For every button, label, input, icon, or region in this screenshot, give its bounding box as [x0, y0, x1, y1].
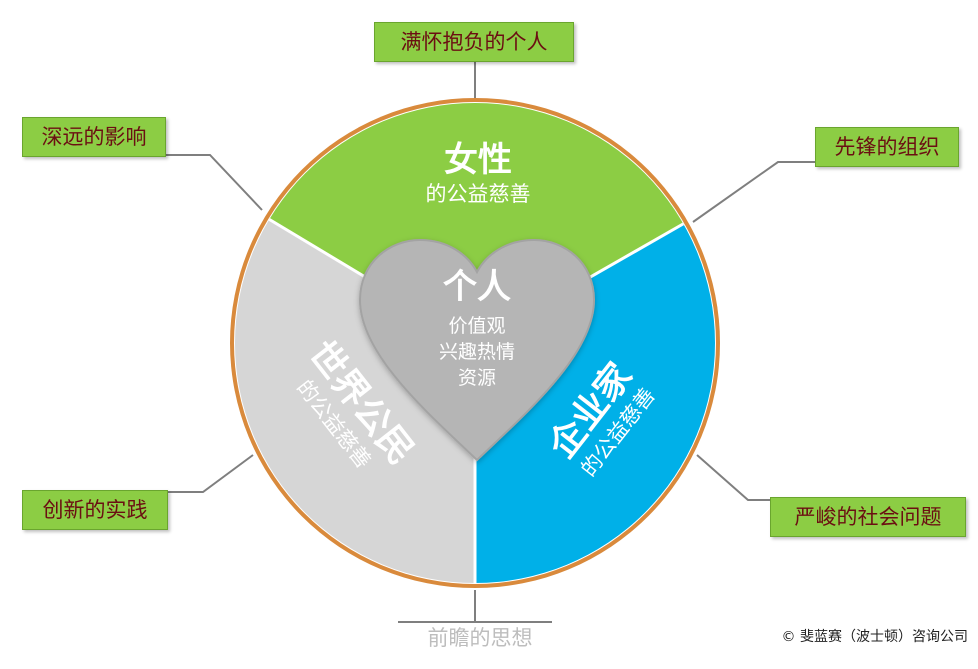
label-pioneering-organizations: 先锋的组织 [815, 127, 959, 167]
connector-top-right [692, 161, 816, 223]
label-forward-thinking: 前瞻的思想 [427, 626, 533, 650]
center-line-1: 价值观 [448, 315, 505, 337]
connector-bottom-left [168, 454, 254, 493]
segment-women-subtitle: 的公益慈善 [426, 182, 531, 206]
label-innovative-practice: 创新的实践 [22, 490, 168, 530]
center-title: 个人 [443, 267, 511, 307]
connector-top-left [165, 154, 263, 211]
segment-women-title: 女性 [444, 140, 512, 180]
center-line-2: 兴趣热情 [439, 341, 515, 363]
label-serious-social-issues: 严峻的社会问题 [770, 497, 966, 537]
label-ambitious-individuals: 满怀抱负的个人 [374, 22, 574, 62]
copyright-notice: © 斐蓝赛（波士顿）咨询公司 [781, 629, 968, 645]
heart-icon [358, 238, 596, 462]
label-profound-impact: 深远的影响 [22, 117, 166, 157]
center-line-3: 资源 [458, 367, 496, 389]
connector-lines [165, 60, 816, 623]
connector-bottom-right [696, 454, 772, 501]
